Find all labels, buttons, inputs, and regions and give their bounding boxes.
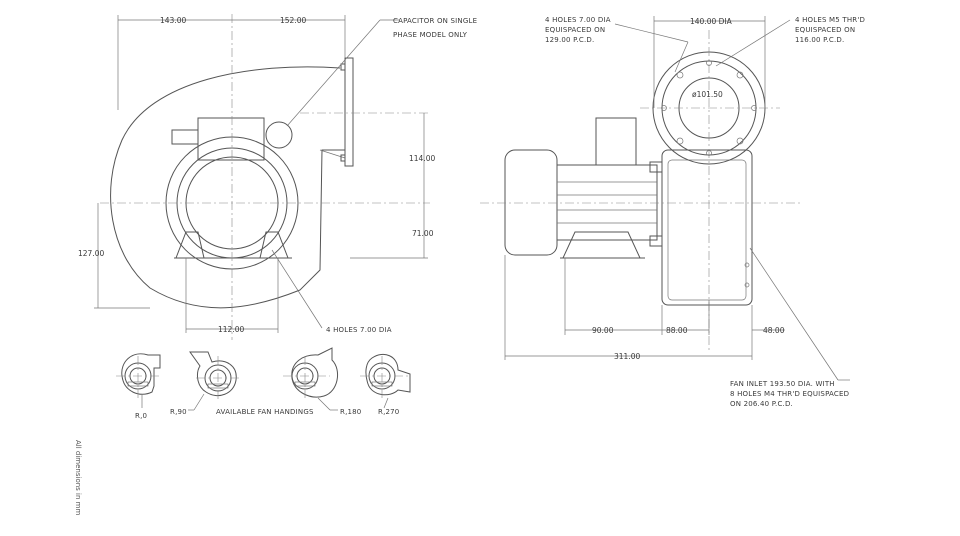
dim-140: 140.00 DIA: [690, 17, 733, 26]
capacitor-note-2: PHASE MODEL ONLY: [393, 31, 468, 39]
volute-housing-outline: [110, 66, 345, 309]
holes-note: 4 HOLES 7.00 DIA: [326, 326, 392, 334]
dim-88: 88.00: [666, 326, 688, 335]
handings-caption: AVAILABLE FAN HANDINGS: [216, 408, 314, 416]
dim-143: 143.00: [160, 16, 186, 25]
dim-112: 112.00: [218, 325, 244, 334]
handing-r0: [116, 353, 162, 398]
outlet-flange: [344, 57, 354, 167]
motor-end-cap: [504, 149, 558, 256]
fan-handings: R,0 R,90 AVAILABLE FAN HANDINGS R,180 R,…: [116, 347, 411, 420]
handing-r90: [189, 351, 242, 400]
dim-71: 71.00: [412, 229, 434, 238]
fan-housing-side: [661, 149, 753, 306]
dim-114: 114.00: [409, 154, 435, 163]
handing-r270: [360, 354, 411, 398]
capacitor: [265, 121, 293, 149]
capacitor-note-1: CAPACITOR ON SINGLE: [393, 17, 477, 25]
cable-gland: [171, 129, 199, 145]
dim-311: 311.00: [614, 352, 640, 361]
handing-label-r90: R,90: [170, 408, 187, 416]
holes7-note-3: 129.00 P.C.D.: [545, 36, 594, 44]
motor-foot-side: [562, 231, 641, 259]
dim-127: 127.00: [78, 249, 104, 258]
dim-48: 48.00: [763, 326, 785, 335]
dim-diameter: ø101.50: [692, 90, 723, 99]
inlet-note-2: 8 HOLES M4 THR'D EQUISPACED: [730, 390, 849, 398]
handing-label-r180: R,180: [340, 408, 361, 416]
m5-note-2: EQUISPACED ON: [795, 26, 855, 34]
dim-90: 90.00: [592, 326, 614, 335]
motor-body-side: [556, 164, 658, 241]
terminal-box-side: [595, 117, 637, 166]
dim-152: 152.00: [280, 16, 306, 25]
handing-r180: [283, 347, 339, 398]
front-view: 143.00 152.00 114.00 71.00 127.00 112.00…: [78, 14, 477, 340]
m5-note-3: 116.00 P.C.D.: [795, 36, 844, 44]
side-view: 140.00 DIA ø101.50 90.00 88.00 48.00 311…: [480, 16, 865, 408]
holes7-note-1: 4 HOLES 7.00 DIA: [545, 16, 611, 24]
inlet-note-3: ON 206.40 P.C.D.: [730, 400, 793, 408]
handing-label-r0: R,0: [135, 412, 147, 420]
handing-label-r270: R,270: [378, 408, 399, 416]
units-note: All dimensions in mm: [74, 440, 82, 515]
holes7-note-2: EQUISPACED ON: [545, 26, 605, 34]
inlet-note-1: FAN INLET 193.50 DIA. WITH: [730, 380, 835, 388]
m5-note-1: 4 HOLES M5 THR'D: [795, 16, 865, 24]
